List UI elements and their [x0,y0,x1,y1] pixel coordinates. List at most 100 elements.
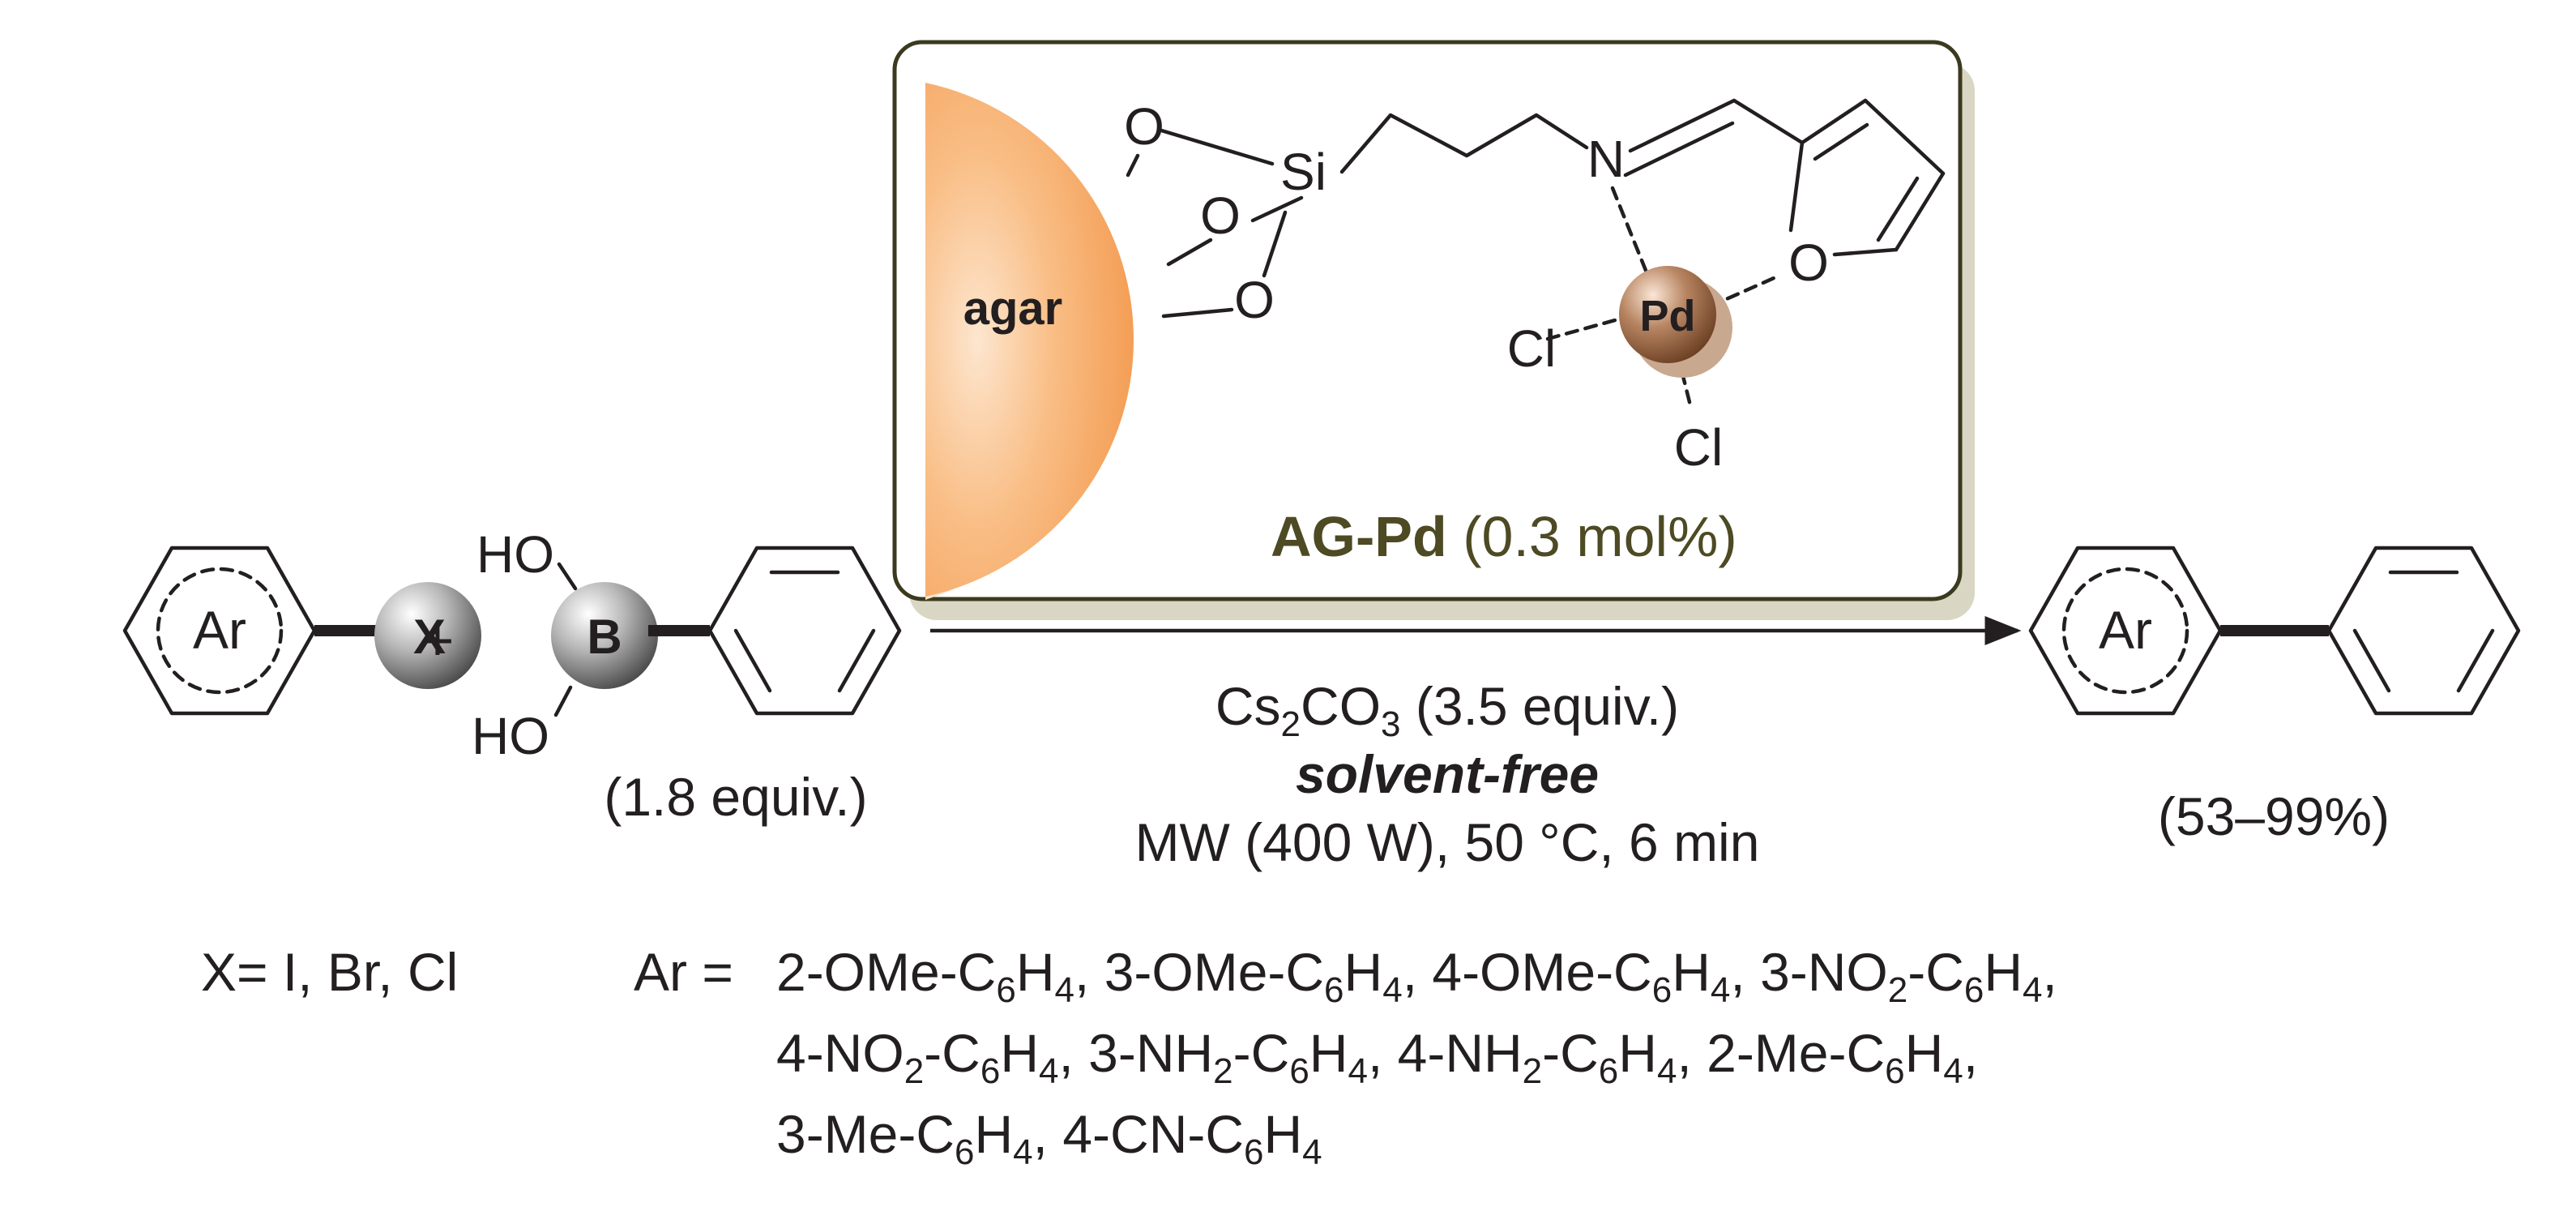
formula-part: 6 [1652,970,1672,1010]
formula-part: 6 [1599,1051,1618,1091]
oxygen-atom-1: O [1124,97,1164,156]
aryl-halide: Ar X [122,546,481,716]
formula-part: 4 [1013,1132,1032,1172]
boron-label: B [587,610,622,664]
formula-part: H [1016,942,1055,1002]
formula-part: 4 [2023,970,2042,1010]
formula-part: 4-CN-C [1062,1104,1244,1164]
scope-footnote: X= I, Br, Cl Ar = 2-OMe-C6H4, 3-OMe-C6H4… [201,942,2057,1172]
formula-part: H [1905,1023,1944,1083]
aryl-ring-label: Ar [193,600,246,660]
aryl-scope-line-2: 4-NO2-C6H4, 3-NH2-C6H4, 4-NH2-C6H4, 2-Me… [776,1023,1978,1091]
formula-part: 6 [980,1051,1000,1091]
formula-part: 2 [1888,970,1907,1010]
boronic-acid-equiv: (1.8 equiv.) [604,767,867,827]
plus-sign: + [421,609,455,672]
energy-condition: MW (400 W), 50 °C, 6 min [1135,812,1760,872]
aryl-scope-line-1: 2-OMe-C6H4, 3-OMe-C6H4, 4-OMe-C6H4, 3-NO… [776,942,2057,1010]
formula-part: , [1368,1023,1398,1083]
formula-part: 6 [1324,970,1344,1010]
formula-part: 4-OMe-C [1432,942,1651,1002]
catalyst-label: AG-Pd (0.3 mol%) [1271,505,1737,568]
formula-part: , [2043,942,2057,1002]
formula-part: H [1263,1104,1302,1164]
formula-part: 2 [1523,1051,1542,1091]
catalyst-box: agar O O O Si N [892,40,1975,620]
leaving-group-sphere [374,582,481,689]
phenylboronic-acid: HO HO B (1.8 equiv.) [472,525,902,827]
formula-part: 3-Me-C [776,1104,955,1164]
leaving-group-scope: X= I, Br, Cl [201,942,458,1002]
oxygen-atom-2: O [1200,186,1241,245]
nitrogen-atom: N [1587,130,1625,188]
phenyl-ring-hexagon [707,546,902,716]
formula-part: H [1344,942,1383,1002]
product-aryl-label: Ar [2099,600,2152,660]
formula-part: H [1309,1023,1348,1083]
boron-sphere [551,582,658,689]
pd-sphere [1619,266,1716,363]
product-aryl-ring [2028,546,2223,716]
formula-part: 4-NO [776,1023,904,1083]
chloride-atom-2: Cl [1674,418,1723,477]
hydroxyl-bottom: HO [472,707,549,765]
formula-part: 4 [1943,1051,1963,1091]
formula-part: , [1963,1023,1978,1083]
formula-part: 4 [1039,1051,1058,1091]
aryl-scope-line-3: 3-Me-C6H4, 4-CN-C6H4 [776,1104,1322,1172]
formula-part: 2 [1213,1051,1232,1091]
palladium-complex: Pd Cl Cl [1507,186,1782,477]
agar-support-sphere [925,83,1134,597]
formula-part: -C [1233,1023,1290,1083]
aryl-ring-aromatic-circle [156,567,284,695]
furan-oxygen-atom: O [1788,233,1829,292]
formula-part: , [1677,1023,1707,1083]
formula-part: , [1074,942,1104,1002]
formula-part: , [1058,1023,1088,1083]
solvent-condition: solvent-free [1296,744,1599,804]
base-condition: Cs2CO3 (3.5 equiv.) [1215,676,1679,744]
formula-part: 4 [1055,970,1074,1010]
chloride-atom-1: Cl [1507,319,1556,378]
formula-part: 4 [1382,970,1402,1010]
formula-part: 4 [1302,1132,1322,1172]
formula-part: 4 [1348,1051,1367,1091]
product-yield: (53–99%) [2158,786,2390,846]
formula-part: H [1984,942,2023,1002]
formula-part: H [1000,1023,1039,1083]
formula-part: 4 [1711,970,1730,1010]
pd-atom-label: Pd [1639,292,1695,340]
catalyst-box-frame [892,40,1963,601]
aryl-scope-prefix: Ar = [634,942,733,1002]
hydroxyl-top: HO [476,525,554,584]
formula-part: , [1730,942,1760,1002]
formula-part: -C [1907,942,1964,1002]
aryl-ring-hexagon [122,546,317,716]
formula-part: 6 [996,970,1015,1010]
furan-ring: O [1788,98,1946,292]
formula-part: 6 [1289,1051,1309,1091]
formula-part: 2 [904,1051,924,1091]
oxygen-atom-3: O [1234,271,1275,329]
formula-part: , [1403,942,1433,1002]
formula-part: 3-OMe-C [1104,942,1324,1002]
biaryl-product: Ar (53–99%) [2028,546,2521,846]
catalyst-name: AG-Pd [1271,505,1447,568]
leaving-group-label: X [413,610,446,664]
product-phenyl-ring [2326,546,2521,716]
formula-part: H [975,1104,1014,1164]
formula-part: 4-NH [1398,1023,1523,1083]
formula-part: 4 [1657,1051,1677,1091]
product-aryl-aromatic-circle [2061,567,2189,695]
agar-label: agar [963,282,1063,335]
formula-part: H [1618,1023,1657,1083]
formula-part: , [1033,1104,1063,1164]
siloxane-linker: O O O Si [1124,97,1326,329]
formula-part: 6 [1244,1132,1263,1172]
formula-part: -C [924,1023,980,1083]
formula-part: 6 [955,1132,974,1172]
formula-part: 2-OMe-C [776,942,996,1002]
formula-part: -C [1542,1023,1599,1083]
formula-part: 3-NH [1088,1023,1213,1083]
